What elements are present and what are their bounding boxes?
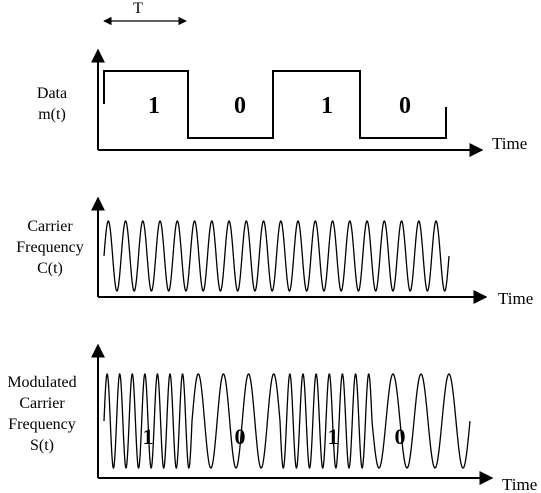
data-label-line1: Data [37,85,67,102]
modulated-bit-1: 1 [143,424,154,449]
period-label: T [133,0,143,17]
carrier-waveform [103,220,450,292]
data-square-wave [103,70,447,139]
data-bit-3: 1 [321,93,333,119]
modulated-label-line2: Carrier [19,395,65,412]
modulated-label-line3: Frequency [8,416,76,433]
modulated-bit-3: 1 [328,424,339,449]
modulated-xaxis-label: Time [502,475,537,493]
modulated-label-line4: S(t) [30,437,54,454]
carrier-label-line2: Frequency [16,239,84,256]
modulated-bit-2: 0 [235,424,246,449]
modulated-panel: Modulated Carrier Frequency S(t) Time 1 … [7,343,537,493]
data-panel: Data m(t) Time 1 0 1 0 [37,48,527,157]
carrier-xaxis-label: Time [498,289,533,308]
carrier-label-line3: C(t) [37,260,63,277]
period-indicator: T [103,0,187,26]
modulated-label-line1: Modulated [7,374,76,391]
modulated-waveform [103,373,471,469]
data-xaxis-label: Time [492,134,527,153]
data-bit-2: 0 [234,93,246,119]
data-label-line2: m(t) [38,106,66,123]
carrier-panel: Carrier Frequency C(t) Time [16,196,533,308]
data-bit-1: 1 [148,93,160,119]
data-bit-4: 0 [399,93,411,119]
carrier-label-line1: Carrier [27,218,73,235]
modulated-bit-4: 0 [395,424,406,449]
